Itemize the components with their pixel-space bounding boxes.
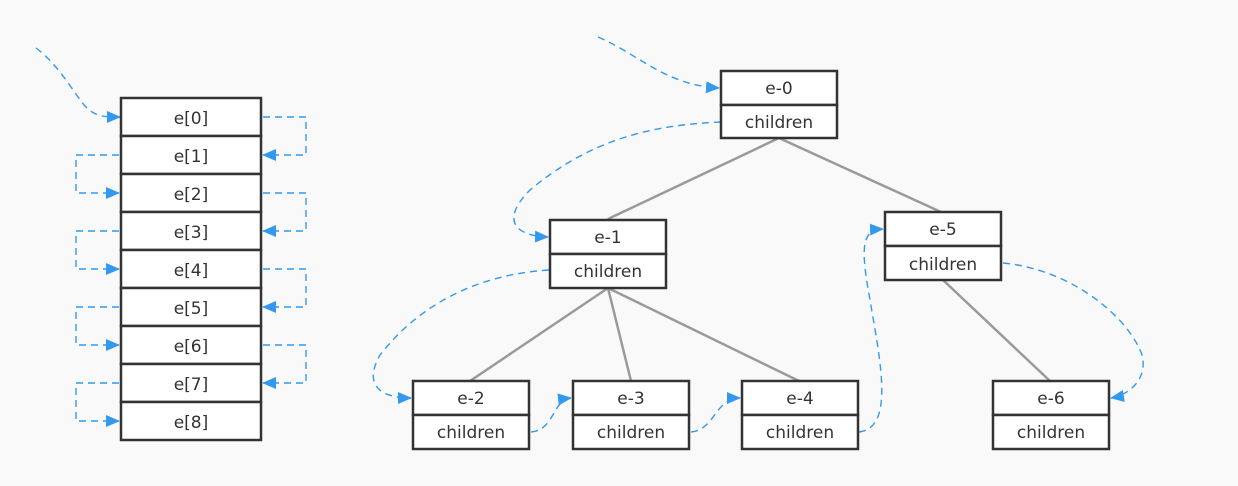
tree-node-e-0: e-0 children: [719, 69, 839, 140]
array-next-link-6-7: [262, 344, 307, 389]
array-cell-label: e[8]: [174, 413, 209, 433]
array-cell-label: e[3]: [174, 223, 209, 243]
array-cell-3: e[3]: [119, 210, 263, 252]
array-cell-label: e[7]: [174, 375, 209, 395]
array-next-link-7-8: [75, 382, 120, 427]
traversal-link-e1-e2: [372, 269, 550, 404]
tree-edge-e0-e1: [607, 136, 780, 221]
tree-edge-e5-e6: [942, 279, 1051, 382]
tree-node-children-label: children: [597, 423, 665, 443]
tree-node-label: e-5: [929, 220, 956, 240]
tree-node-children-label: children: [437, 423, 505, 443]
array-cell-label: e[1]: [174, 147, 209, 167]
tree-node-e-5: e-5 children: [883, 210, 1003, 282]
tree-node-label: e-6: [1037, 389, 1064, 409]
tree-node-e-3: e-3 children: [571, 379, 691, 451]
array-cell-0: e[0]: [119, 96, 263, 138]
tree-node-children-label: children: [1017, 423, 1085, 443]
array-next-link-4-5: [262, 268, 307, 313]
tree-entry-link: [597, 36, 720, 94]
array-next-link-2-3: [262, 192, 307, 237]
array-cell-label: e[2]: [174, 185, 209, 205]
tree-node-label: e-0: [765, 79, 792, 99]
array-cell-label: e[6]: [174, 337, 209, 357]
traversal-links: [372, 36, 1144, 433]
traversal-link-e3-e4: [690, 392, 741, 433]
tree-node-label: e-2: [457, 389, 484, 409]
tree-node-label: e-4: [786, 389, 813, 409]
tree-edges: [469, 136, 1051, 383]
tree-node-children-label: children: [574, 262, 642, 282]
array-next-link-5-6: [75, 306, 120, 351]
tree-edge-e0-e5: [778, 136, 942, 214]
linked-array: e[0] e[1] e[2] e[3] e[4] e[5] e[6] e[7]: [35, 47, 307, 442]
tree-node-children-label: children: [745, 113, 813, 133]
array-cell-6: e[6]: [119, 324, 263, 366]
array-cell-7: e[7]: [119, 362, 263, 404]
tree-node-label: e-1: [594, 228, 621, 248]
array-cell-8: e[8]: [119, 400, 263, 442]
tree-node-e-4: e-4 children: [740, 379, 860, 451]
tree-edge-e1-e4: [607, 286, 800, 383]
traversal-link-e2-e3: [530, 393, 572, 433]
traversal-link-e0-e1: [513, 121, 722, 243]
array-cell-label: e[0]: [174, 109, 209, 129]
tree-edge-e1-e3: [606, 287, 633, 382]
tree-node-e-2: e-2 children: [411, 379, 531, 451]
array-cell-label: e[4]: [174, 261, 209, 281]
tree-edge-e1-e2: [469, 286, 609, 383]
tree-node-e-6: e-6 children: [991, 379, 1111, 451]
tree-node-children-label: children: [766, 423, 834, 443]
traversal-link-e4-e5: [858, 223, 884, 433]
traversal-link-e5-e6: [1002, 262, 1144, 402]
array-cell-5: e[5]: [119, 286, 263, 328]
tree-diagram: e-0 children e-1 children e-2 children e…: [372, 36, 1144, 451]
tree-node-children-label: children: [909, 255, 977, 275]
array-cell-1: e[1]: [119, 134, 263, 176]
array-next-link-1-2: [75, 154, 120, 199]
array-cell-2: e[2]: [119, 172, 263, 214]
array-next-link-0-1: [262, 116, 307, 161]
array-entry-link: [35, 47, 121, 123]
tree-node-label: e-3: [617, 389, 644, 409]
array-cell-label: e[5]: [174, 299, 209, 319]
tree-node-e-1: e-1 children: [548, 218, 668, 290]
array-cell-4: e[4]: [119, 248, 263, 290]
array-next-link-3-4: [75, 230, 120, 275]
